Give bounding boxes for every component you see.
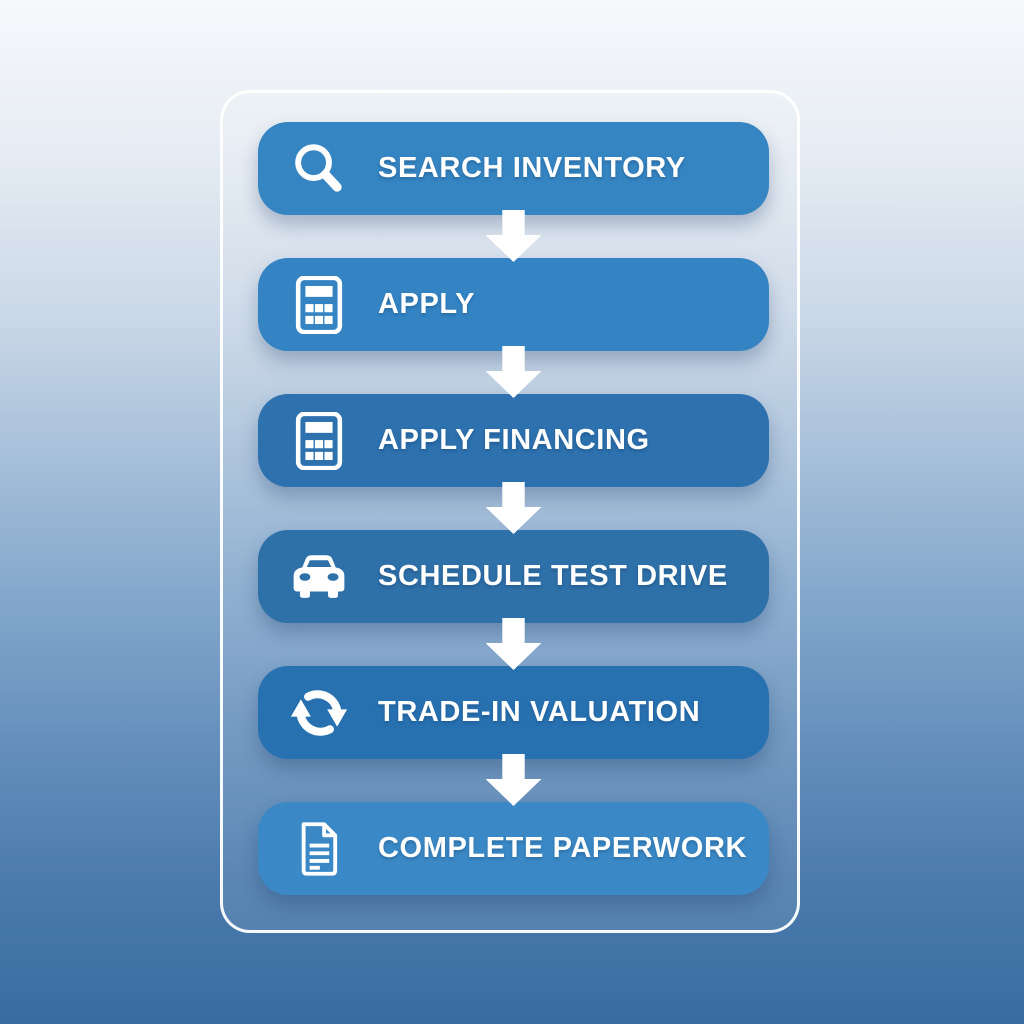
step-connector [258,754,769,806]
step-label: SCHEDULE TEST DRIVE [378,560,728,592]
document-icon [290,820,348,878]
arrow-down-icon [485,482,542,534]
step-label: COMPLETE PAPERWORK [378,832,748,864]
sync-icon [290,684,348,742]
arrow-down-icon [485,346,542,398]
step-label: SEARCH INVENTORY [378,152,686,184]
car-icon [290,548,348,606]
arrow-down-icon [485,210,542,262]
step-label: TRADE-IN VALUATION [378,696,701,728]
flow-step[interactable]: APPLY [258,258,769,351]
step-label: APPLY FINANCING [378,424,650,456]
step-connector [258,346,769,398]
flow-step[interactable]: SEARCH INVENTORY [258,122,769,215]
steps-container: SEARCH INVENTORY APPLY APPLY FINANCING S… [223,93,797,895]
flow-step[interactable]: COMPLETE PAPERWORK [258,802,769,895]
arrow-down-icon [485,618,542,670]
flow-step[interactable]: SCHEDULE TEST DRIVE [258,530,769,623]
step-connector [258,210,769,262]
step-connector [258,618,769,670]
flow-step[interactable]: TRADE-IN VALUATION [258,666,769,759]
process-panel: SEARCH INVENTORY APPLY APPLY FINANCING S… [220,90,800,933]
arrow-down-icon [485,754,542,806]
search-icon [290,140,348,198]
flow-step[interactable]: APPLY FINANCING [258,394,769,487]
calculator-icon [290,275,348,334]
step-label: APPLY [378,288,476,320]
calculator-icon [290,411,348,470]
step-connector [258,482,769,534]
